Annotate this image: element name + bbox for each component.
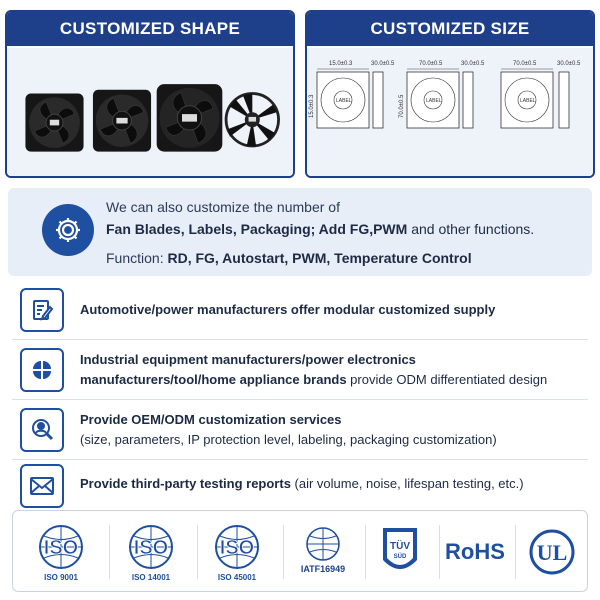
gear-icon <box>42 204 94 256</box>
feature-row-odm-design: Industrial equipment manufacturers/power… <box>12 340 588 400</box>
iso-14001-logo: ISO ISO 14001 <box>117 515 185 589</box>
dimension-drawings: 15.0±0.3 30.0±0.5 LABEL 15.0±0.3 70.0±0.… <box>307 48 593 176</box>
customized-shape-title: CUSTOMIZED SHAPE <box>7 12 293 46</box>
customize-items-bold: Fan Blades, Labels, Packaging; Add FG,PW… <box>106 221 408 237</box>
drawing-2-label: LABEL <box>426 98 442 104</box>
feature-3-bold: Provide OEM/ODM customization services <box>80 412 342 427</box>
customized-shape-panel: CUSTOMIZED SHAPE <box>5 10 295 178</box>
drawing-2-depth: 30.0±0.5 <box>461 61 485 67</box>
customize-items: Fan Blades, Labels, Packaging; Add FG,PW… <box>106 221 534 237</box>
drawing-3-width: 70.0±0.5 <box>513 61 537 67</box>
customization-options: We can also customize the number of Fan … <box>8 188 592 276</box>
function-label: Function: <box>106 250 168 266</box>
function-list: Function: RD, FG, Autostart, PWM, Temper… <box>106 250 472 266</box>
iatf16949-logo: IATF16949 <box>289 515 357 589</box>
tuv-sud-logo: TÜV SÜD <box>369 515 431 589</box>
svg-text:TÜV: TÜV <box>390 539 410 552</box>
fan-shapes-image <box>25 84 280 152</box>
frameless-fan <box>224 92 280 148</box>
drawing-1-depth: 30.0±0.5 <box>371 61 395 67</box>
feature-2-rest: provide ODM differentiated design <box>346 372 548 387</box>
feature-1-bold: Automotive/power manufacturers offer mod… <box>80 302 496 317</box>
svg-text:ISO: ISO <box>44 537 78 559</box>
square-fan-small <box>25 93 84 152</box>
feature-row-testing-reports: Provide third-party testing reports (air… <box>12 460 588 508</box>
rohs-logo: RoHS <box>445 539 505 564</box>
drawing-1-height: 15.0±0.3 <box>309 94 315 118</box>
svg-text:ISO: ISO <box>220 537 254 559</box>
drawing-2: 70.0±0.5 30.0±0.5 LABEL 70.0±0.5 <box>399 61 485 129</box>
svg-text:ISO: ISO <box>134 537 168 559</box>
feature-4-bold: Provide third-party testing reports <box>80 476 291 491</box>
feature-2-bold-line2: manufacturers/tool/home appliance brands <box>80 372 347 387</box>
drawing-3-depth: 30.0±0.5 <box>557 61 581 67</box>
certifications-bar: ISO ISO 9001 ISO ISO 14001 ISO ISO 45001… <box>12 510 588 592</box>
drawing-1-label: LABEL <box>336 98 352 104</box>
dimension-drawings-svg: 15.0±0.3 30.0±0.5 LABEL 15.0±0.3 70.0±0.… <box>309 61 581 129</box>
iso-9001-caption: ISO 9001 <box>44 572 78 582</box>
ul-logo: UL <box>521 515 583 589</box>
drawing-2-height: 70.0±0.5 <box>399 94 405 118</box>
iso-45001-logo: ISO ISO 45001 <box>203 515 271 589</box>
customize-intro: We can also customize the number of <box>106 199 340 215</box>
user-search-icon <box>20 408 64 452</box>
document-edit-icon <box>20 288 64 332</box>
drawing-2-width: 70.0±0.5 <box>419 61 443 67</box>
feature-4-rest: (air volume, noise, lifespan testing, et… <box>290 476 524 491</box>
svg-text:UL: UL <box>537 540 568 565</box>
feature-row-modular-supply: Automotive/power manufacturers offer mod… <box>12 282 588 340</box>
iso-14001-caption: ISO 14001 <box>131 572 171 582</box>
svg-text:IATF16949: IATF16949 <box>301 564 345 574</box>
svg-text:SÜD: SÜD <box>394 553 407 560</box>
drawing-1: 15.0±0.3 30.0±0.5 LABEL 15.0±0.3 <box>309 61 395 129</box>
drawing-3-label: LABEL <box>520 98 536 104</box>
drawing-3: 70.0±0.5 30.0±0.5 LABEL <box>500 61 581 129</box>
function-values: RD, FG, Autostart, PWM, Temperature Cont… <box>167 250 472 266</box>
iso-9001-logo: ISO ISO 9001 <box>27 515 95 589</box>
customized-size-panel: CUSTOMIZED SIZE 15.0±0.3 30.0±0.5 LABEL … <box>305 10 595 178</box>
grid-petals-icon <box>20 348 64 392</box>
feature-row-oem-services: Provide OEM/ODM customization services (… <box>12 400 588 460</box>
square-fan-medium <box>92 89 152 152</box>
drawing-1-width: 15.0±0.3 <box>329 61 353 67</box>
iso-45001-caption: ISO 45001 <box>217 572 257 582</box>
feature-2-bold-line1: Industrial equipment manufacturers/power… <box>80 352 416 367</box>
feature-3-rest: (size, parameters, IP protection level, … <box>80 432 497 447</box>
customized-size-title: CUSTOMIZED SIZE <box>307 12 593 46</box>
customize-items-tail: and other functions. <box>407 221 535 237</box>
envelope-icon <box>20 464 64 508</box>
square-fan-large <box>156 84 223 152</box>
fan-photos <box>7 48 293 176</box>
